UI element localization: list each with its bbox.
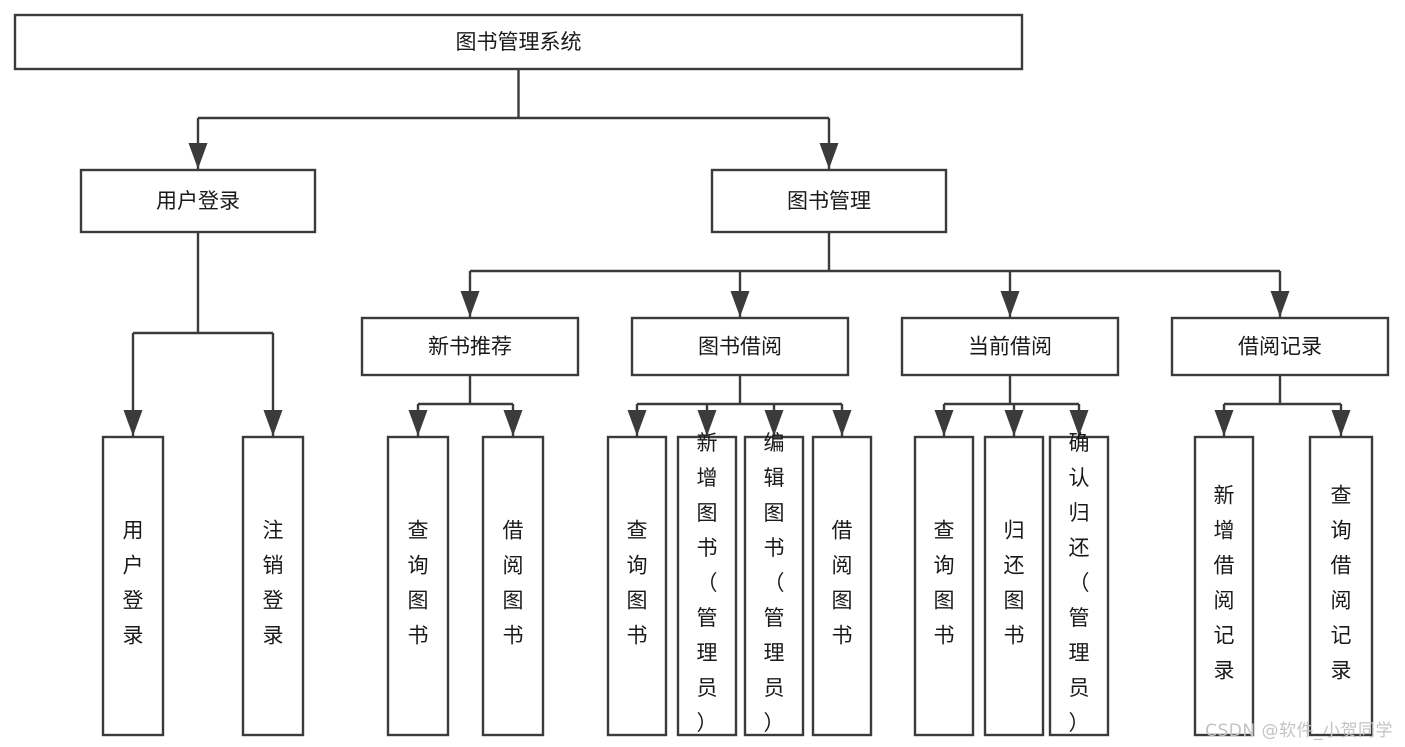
node-leaf_query_book_c[interactable]: 查询图书: [913, 435, 975, 737]
node-box-root[interactable]: [13, 13, 1024, 71]
node-box-leaf_confirm_return[interactable]: [1048, 435, 1110, 737]
arrow-head-icon: [408, 410, 428, 436]
node-box-leaf_edit_book[interactable]: [743, 435, 805, 737]
arrow-head-icon: [123, 410, 143, 436]
node-leaf_logout[interactable]: 注销登录: [241, 435, 305, 737]
node-label-leaf_add_book: 新增图书（管理员）: [697, 431, 718, 735]
node-label-leaf_query_record: 查询借阅记录: [1331, 484, 1352, 683]
node-new_book_rec[interactable]: 新书推荐: [360, 316, 580, 377]
node-box-leaf_borrow_book_b[interactable]: [811, 435, 873, 737]
arrow-head-icon: [188, 143, 208, 169]
node-label-book_borrow: 图书借阅: [698, 335, 782, 359]
edge-group-borrow_record: [1214, 375, 1351, 436]
node-label-borrow_record: 借阅记录: [1238, 335, 1322, 359]
node-current_borrow[interactable]: 当前借阅: [900, 316, 1120, 377]
arrow-head-icon: [627, 410, 647, 436]
node-leaf_user_login[interactable]: 用户登录: [101, 435, 165, 737]
arrow-head-icon: [832, 410, 852, 436]
node-label-root: 图书管理系统: [456, 30, 582, 54]
node-box-leaf_borrow_book_a[interactable]: [481, 435, 545, 737]
arrow-head-icon: [1004, 410, 1024, 436]
arrow-head-icon: [1000, 291, 1020, 317]
node-label-new_book_rec: 新书推荐: [428, 335, 512, 359]
node-user_login[interactable]: 用户登录: [79, 168, 317, 234]
node-label-leaf_borrow_book_a: 借阅图书: [503, 519, 524, 648]
node-box-borrow_record[interactable]: [1170, 316, 1390, 377]
node-label-leaf_borrow_book_b: 借阅图书: [832, 519, 853, 648]
node-label-book_manage: 图书管理: [787, 189, 871, 213]
node-book_manage[interactable]: 图书管理: [710, 168, 948, 234]
node-box-leaf_add_book[interactable]: [676, 435, 738, 737]
node-label-leaf_return_book: 归还图书: [1004, 519, 1025, 648]
node-label-leaf_query_book_a: 查询图书: [408, 519, 429, 648]
node-label-leaf_add_record: 新增借阅记录: [1214, 484, 1235, 683]
node-leaf_borrow_book_a[interactable]: 借阅图书: [481, 435, 545, 737]
connector-layer: [123, 69, 1351, 436]
node-box-leaf_query_record[interactable]: [1308, 435, 1374, 737]
arrow-head-icon: [819, 143, 839, 169]
edge-group-current_borrow: [934, 375, 1089, 436]
node-box-user_login[interactable]: [79, 168, 317, 234]
node-layer: 图书管理系统用户登录图书管理新书推荐图书借阅当前借阅借阅记录用户登录注销登录查询…: [13, 13, 1390, 737]
node-leaf_add_book[interactable]: 新增图书（管理员）: [676, 431, 738, 737]
node-label-leaf_user_login: 用户登录: [123, 519, 144, 648]
arrow-head-icon: [730, 291, 750, 317]
node-label-user_login: 用户登录: [156, 189, 240, 213]
node-leaf_return_book[interactable]: 归还图书: [983, 435, 1045, 737]
edge-group-user_login: [123, 232, 283, 436]
node-label-leaf_query_book_b: 查询图书: [627, 519, 648, 648]
arrow-head-icon: [697, 410, 717, 436]
edge-group-root: [188, 69, 839, 169]
node-box-new_book_rec[interactable]: [360, 316, 580, 377]
node-label-leaf_edit_book: 编辑图书（管理员）: [764, 431, 785, 735]
node-box-leaf_query_book_a[interactable]: [386, 435, 450, 737]
node-leaf_borrow_book_b[interactable]: 借阅图书: [811, 435, 873, 737]
node-borrow_record[interactable]: 借阅记录: [1170, 316, 1390, 377]
node-box-leaf_return_book[interactable]: [983, 435, 1045, 737]
node-label-leaf_query_book_c: 查询图书: [934, 519, 955, 648]
arrow-head-icon: [460, 291, 480, 317]
node-box-current_borrow[interactable]: [900, 316, 1120, 377]
node-leaf_add_record[interactable]: 新增借阅记录: [1193, 435, 1255, 737]
arrow-head-icon: [1069, 410, 1089, 436]
node-label-leaf_logout: 注销登录: [263, 519, 284, 648]
arrow-head-icon: [1331, 410, 1351, 436]
node-leaf_edit_book[interactable]: 编辑图书（管理员）: [743, 431, 805, 737]
node-box-leaf_query_book_c[interactable]: [913, 435, 975, 737]
arrow-head-icon: [934, 410, 954, 436]
node-leaf_query_record[interactable]: 查询借阅记录: [1308, 435, 1374, 737]
csdn-watermark: CSDN @软件_小贺同学: [1205, 721, 1393, 741]
node-leaf_query_book_a[interactable]: 查询图书: [386, 435, 450, 737]
edge-group-book_borrow: [627, 375, 852, 436]
node-leaf_confirm_return[interactable]: 确认归还（管理员）: [1048, 431, 1110, 737]
arrow-head-icon: [1214, 410, 1234, 436]
node-label-current_borrow: 当前借阅: [968, 335, 1052, 359]
node-box-leaf_query_book_b[interactable]: [606, 435, 668, 737]
edge-group-new_book_rec: [408, 375, 523, 436]
node-book_borrow[interactable]: 图书借阅: [630, 316, 850, 377]
node-label-leaf_confirm_return: 确认归还（管理员）: [1069, 431, 1090, 735]
edge-group-book_manage: [460, 232, 1290, 317]
node-box-leaf_user_login[interactable]: [101, 435, 165, 737]
node-box-book_borrow[interactable]: [630, 316, 850, 377]
arrow-head-icon: [764, 410, 784, 436]
node-root[interactable]: 图书管理系统: [13, 13, 1024, 71]
node-box-book_manage[interactable]: [710, 168, 948, 234]
node-box-leaf_logout[interactable]: [241, 435, 305, 737]
arrow-head-icon: [263, 410, 283, 436]
node-box-leaf_add_record[interactable]: [1193, 435, 1255, 737]
arrow-head-icon: [503, 410, 523, 436]
arrow-head-icon: [1270, 291, 1290, 317]
node-leaf_query_book_b[interactable]: 查询图书: [606, 435, 668, 737]
